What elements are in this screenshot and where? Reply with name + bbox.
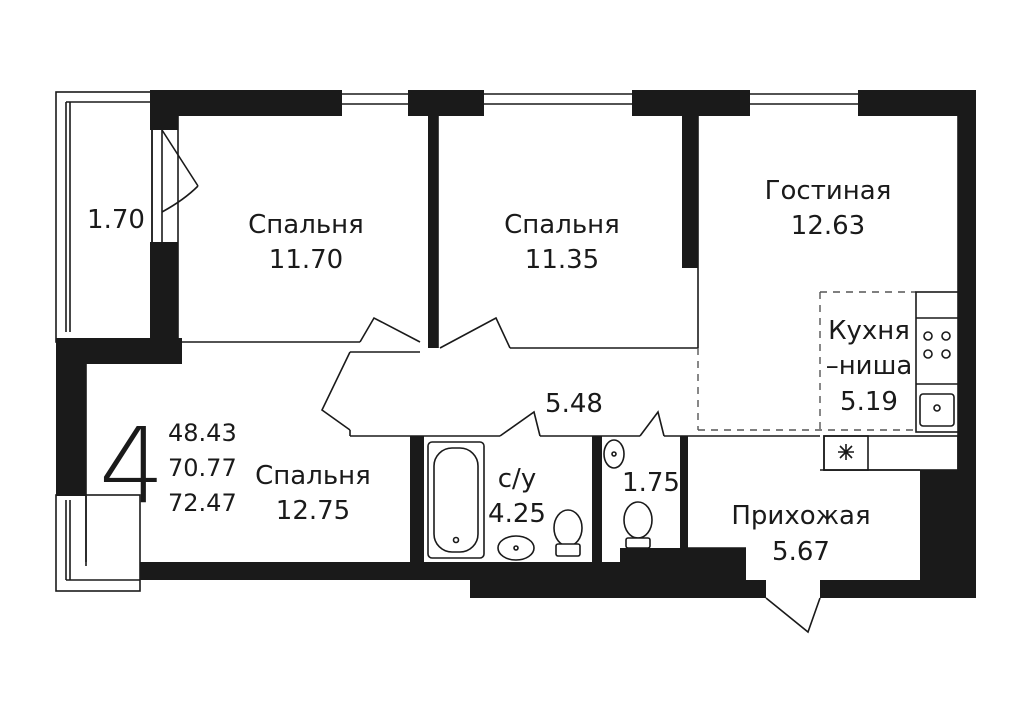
living-area: 12.63	[791, 211, 865, 241]
bedroom2-area: 11.35	[525, 245, 599, 275]
corridor-area: 5.48	[545, 389, 603, 419]
hallway-area: 5.67	[772, 537, 830, 567]
area-total: 70.77	[168, 454, 237, 482]
kitchen-name-line2: –ниша	[826, 351, 913, 381]
bathroom-area: 4.25	[488, 499, 546, 529]
walls	[56, 90, 976, 598]
area-living: 48.43	[168, 419, 237, 447]
doors	[161, 129, 821, 634]
hallway-name: Прихожая	[731, 501, 870, 531]
balcony-area: 1.70	[87, 205, 145, 235]
kitchen-area: 5.19	[840, 387, 898, 417]
bedroom3-area: 12.75	[276, 496, 350, 526]
bedroom2-name: Спальня	[504, 210, 620, 240]
labels: 1.70 Спальня 11.70 Спальня 11.35 Гостина…	[87, 176, 912, 567]
living-name: Гостиная	[765, 176, 892, 206]
bedroom3-name: Спальня	[255, 461, 371, 491]
bathroom-name: с/у	[498, 464, 536, 494]
rooms-count: 4	[99, 405, 165, 527]
wc-area: 1.75	[622, 468, 680, 498]
bathroom-fixtures	[427, 439, 653, 561]
bedroom1-name: Спальня	[248, 210, 364, 240]
kitchen-equipment	[823, 291, 959, 471]
bedroom1-area: 11.70	[269, 245, 343, 275]
kitchen-name-line1: Кухня	[828, 316, 910, 346]
area-with-balcony: 72.47	[168, 489, 237, 517]
